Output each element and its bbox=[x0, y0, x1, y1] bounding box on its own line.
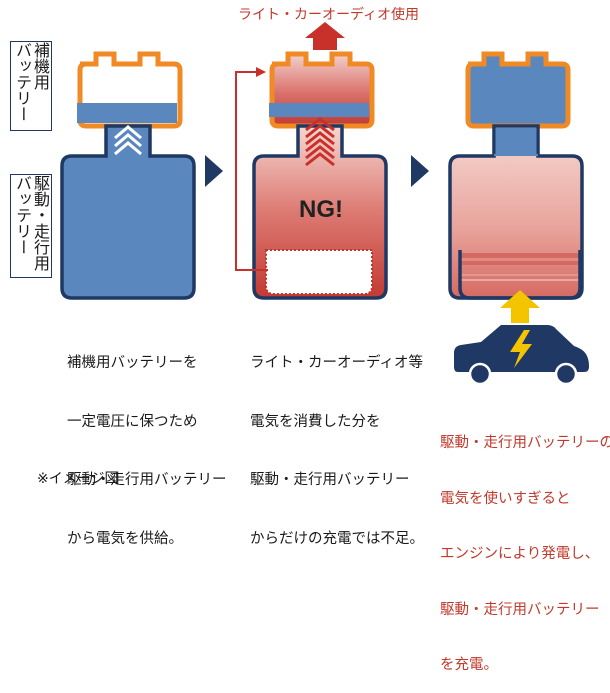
footnote: ※イメージ図 bbox=[37, 471, 119, 487]
aux-battery-label: 補機用 バッテリー bbox=[10, 41, 52, 131]
panel-3 bbox=[448, 51, 589, 386]
flow-line bbox=[235, 71, 268, 271]
charge-stripes bbox=[460, 253, 580, 281]
caption-2: ライト・カーオーディオ等 電気を消費した分を 駆動・走行用バッテリー からだけの… bbox=[250, 355, 424, 547]
drive-battery-label: 駆動・走行用 バッテリー bbox=[10, 174, 52, 278]
caption-3: 駆動・走行用バッテリーの 電気を使いすぎると エンジンにより発電し、 駆動・走行… bbox=[440, 435, 610, 673]
next-arrow-icon bbox=[411, 155, 429, 187]
car-icon bbox=[454, 325, 589, 386]
panel-1 bbox=[60, 51, 196, 300]
top-label: ライト・カーオーディオ使用 bbox=[238, 7, 420, 23]
drive-battery-1 bbox=[60, 124, 196, 300]
next-arrow-icon bbox=[205, 155, 223, 187]
chevron-up-icon bbox=[114, 125, 142, 156]
diagram-canvas bbox=[60, 22, 589, 386]
ng-label: NG! bbox=[299, 196, 343, 223]
panel-2 bbox=[235, 22, 388, 300]
lightning-icon bbox=[510, 330, 532, 368]
chevron-up-icon bbox=[305, 117, 335, 167]
up-arrow-icon bbox=[305, 22, 345, 50]
aux-battery-3 bbox=[465, 51, 571, 129]
caption-1: 補機用バッテリーを 一定電圧に保つため 駆動・走行用バッテリー から電気を供給。 bbox=[67, 355, 227, 547]
charge-arrow-icon bbox=[500, 290, 540, 323]
